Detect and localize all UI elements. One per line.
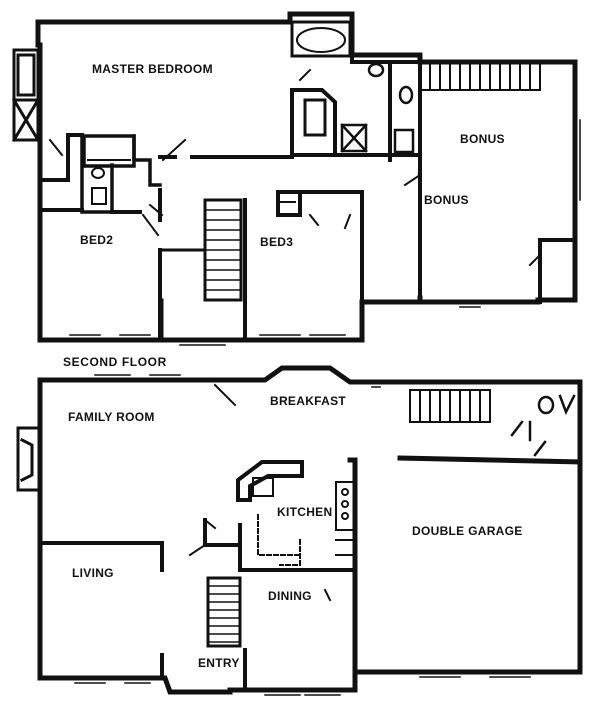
second-floor-door-swings — [48, 68, 542, 267]
kitchen-counter — [257, 514, 301, 566]
double-garage-label: DOUBLE GARAGE — [412, 524, 523, 538]
bonus-lower-label: BONUS — [424, 193, 469, 207]
bonus-stairs — [419, 61, 541, 91]
garage-stairs — [409, 389, 491, 423]
master-bedroom-label: MASTER BEDROOM — [92, 62, 213, 76]
hall-bath — [80, 134, 162, 214]
living-label: LIVING — [72, 566, 114, 580]
second-floor-plan — [11, 11, 581, 346]
first-floor-door-swings — [188, 383, 332, 602]
first-floor-stairs — [206, 576, 242, 648]
first-floor-plan — [16, 365, 583, 696]
garage-walls — [347, 455, 583, 675]
bonus-room-walls — [418, 153, 577, 304]
breakfast-label: BREAKFAST — [270, 394, 346, 408]
family-room-fireplace — [16, 426, 42, 492]
second-floor-labels: MASTER BEDROOM BONUS BONUS BED2 BED3 SEC… — [63, 62, 505, 369]
bonus-upper-label: BONUS — [460, 132, 505, 146]
kitchen-label: KITCHEN — [277, 505, 332, 519]
second-floor-stairs — [160, 198, 247, 342]
entry-label: ENTRY — [198, 656, 240, 670]
kitchen-range — [335, 481, 355, 556]
master-bath-fixtures — [340, 62, 415, 154]
second-floor-windows — [69, 119, 581, 346]
second-floor-title: SECOND FLOOR — [63, 355, 167, 369]
kitchen-island — [236, 460, 304, 502]
master-tub — [290, 20, 352, 58]
bed3-label: BED3 — [260, 235, 293, 249]
garage-utility — [510, 394, 576, 457]
bed2-label: BED2 — [80, 233, 113, 247]
first-floor-outer-walls — [37, 365, 583, 695]
bed3-walls — [276, 190, 364, 304]
first-floor-labels: FAMILY ROOM BREAKFAST KITCHEN DOUBLE GAR… — [68, 394, 523, 670]
dining-label: DINING — [268, 589, 312, 603]
first-floor-windows — [74, 374, 531, 696]
master-fireplace — [11, 48, 41, 143]
bed2-walls — [38, 188, 162, 342]
master-bath-walls — [290, 53, 422, 162]
family-room-label: FAMILY ROOM — [68, 410, 155, 424]
